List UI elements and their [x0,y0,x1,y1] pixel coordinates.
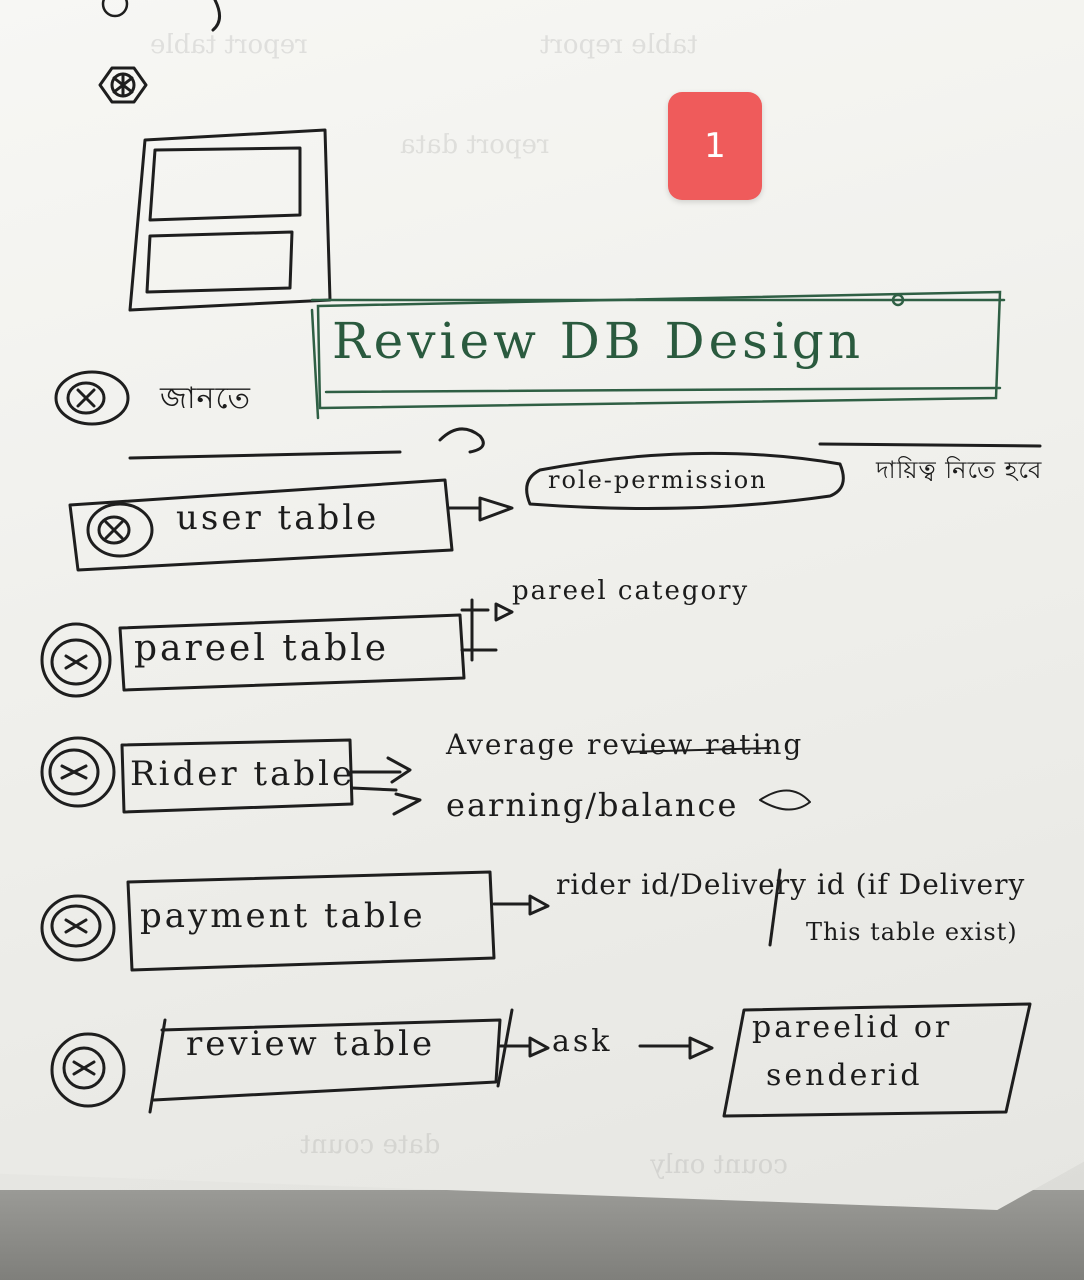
bengali-header: জানতে [160,381,252,416]
earning-balance-label: earning/balance [446,786,739,824]
pareel-category-label: pareel category [512,576,750,606]
page-title: Review DB Design [332,312,865,370]
role-permission-label: role-permission [548,466,768,494]
table-exist-note: This table exist) [806,918,1018,946]
ask-label: ask [552,1024,613,1059]
page-number-badge[interactable]: 1 [668,92,762,200]
senderid-label: senderid [766,1058,923,1093]
average-rating-label: Average review rating [446,728,804,761]
rider-delivery-id-label: rider id/Delivery id (if Delivery [556,868,1026,901]
payment-table-label: payment table [140,896,426,936]
paper-sheet [0,0,1084,1210]
bengali-note: দায়িত্ব নিতে হবে [876,456,1043,484]
pareelid-label: pareelid or [752,1010,953,1045]
pen-sketch [40,0,1042,1118]
user-table-label: user table [176,498,380,538]
pareel-table-label: pareel table [134,628,390,669]
review-table-label: review table [186,1024,436,1064]
rider-table-label: Rider table [130,754,356,794]
